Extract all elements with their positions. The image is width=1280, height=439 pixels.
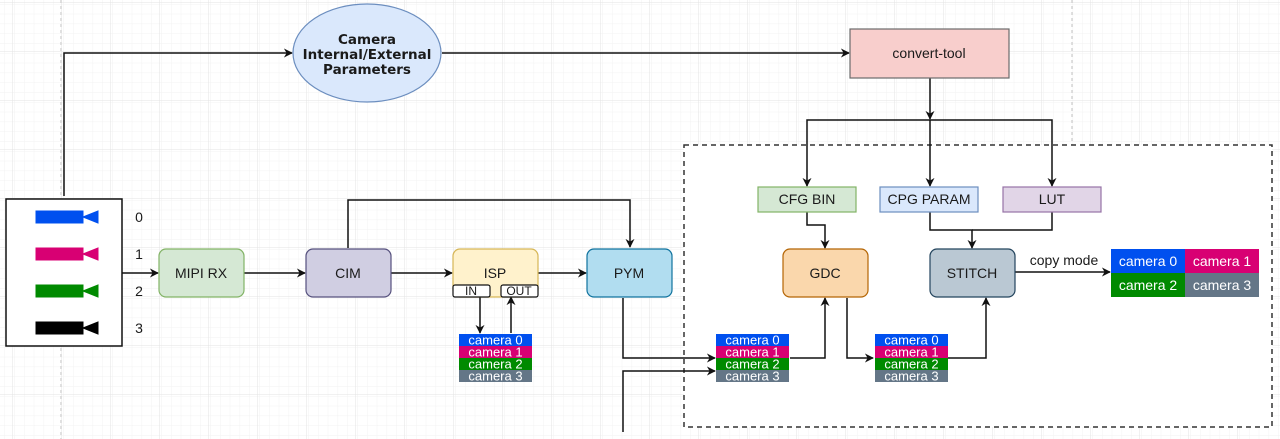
cfg-bin-label: CFG BIN (779, 191, 836, 207)
camera-index-label: 1 (135, 246, 143, 262)
convert-tool-label: convert-tool (892, 45, 965, 61)
edge-stitch-buffer-to-stitch (948, 297, 991, 359)
camera-buffer-row: camera 0 (716, 333, 789, 348)
svg-text:camera 2: camera 2 (468, 357, 522, 372)
output-cell-camera-0: camera 0 (1111, 249, 1185, 273)
isp-out-port-label: OUT (506, 284, 532, 298)
pym-node[interactable]: PYM (586, 248, 673, 298)
gdc-label: GDC (809, 265, 840, 281)
edge-split-to-lut (930, 119, 1057, 187)
svg-text:camera 0: camera 0 (725, 333, 779, 348)
edge-external-to-gdc-buffer (622, 366, 716, 432)
isp-in-port[interactable] (452, 284, 491, 298)
svg-text:camera 0: camera 0 (468, 333, 522, 348)
cim-node[interactable]: CIM (305, 248, 392, 298)
mipi-rx-node[interactable]: MIPI RX (158, 248, 245, 298)
cpg-param-label: CPG PARAM (888, 191, 971, 207)
camera-buffer-row: camera 1 (875, 345, 948, 360)
output-cell-camera-3: camera 3 (1185, 273, 1259, 297)
isp-label: ISP (484, 265, 507, 281)
camera-icon-1[interactable]: 1 (35, 246, 143, 262)
mipi-rx-label: MIPI RX (175, 265, 228, 281)
output-cell-camera-2: camera 2 (1111, 273, 1185, 297)
svg-text:camera 3: camera 3 (468, 369, 522, 384)
svg-text:camera 3: camera 3 (1193, 277, 1252, 293)
copy-mode-label: copy mode (1030, 252, 1099, 268)
cfg-bin-node[interactable]: CFG BIN (757, 186, 857, 213)
camera-index-label: 2 (135, 283, 143, 299)
camera-buffer-row: camera 0 (459, 333, 532, 348)
convert-tool-node[interactable]: convert-tool (849, 28, 1010, 79)
svg-text:camera 1: camera 1 (725, 345, 779, 360)
camera-index-label: 0 (135, 209, 143, 225)
camera-icon-3[interactable]: 3 (35, 320, 143, 336)
edge-pym-to-gdc-buffer (622, 298, 716, 363)
camera-buffer-row: camera 0 (875, 333, 948, 348)
camera-buffer-row: camera 2 (875, 357, 948, 372)
camera-icon-0[interactable]: 0 (35, 209, 143, 225)
svg-text:camera 1: camera 1 (884, 345, 938, 360)
camera-parameters-node[interactable]: Camera Internal/External Parameters (292, 3, 442, 103)
pym-label: PYM (614, 265, 644, 281)
svg-text:camera 1: camera 1 (468, 345, 522, 360)
edge-cameras-to-params (63, 48, 293, 196)
svg-text:camera 2: camera 2 (884, 357, 938, 372)
lut-label: LUT (1039, 191, 1066, 207)
svg-text:camera 3: camera 3 (725, 369, 779, 384)
camera-buffer-row: camera 2 (459, 357, 532, 372)
edge-cpg-param-to-stitch (929, 212, 977, 249)
camera-icon-2[interactable]: 2 (35, 283, 143, 299)
cim-label: CIM (335, 265, 361, 281)
edge-split-to-cfg-bin (802, 119, 930, 187)
edge-lut-to-stitch (972, 212, 1053, 231)
params-label-line-2: Internal/External (303, 47, 432, 63)
svg-text:camera 2: camera 2 (1119, 277, 1178, 293)
camera-group[interactable]: 0 1 2 3 (5, 198, 143, 347)
camera-buffer-row: camera 2 (716, 357, 789, 372)
camera-buffer-row: camera 1 (459, 345, 532, 360)
camera-buffer-row: camera 1 (716, 345, 789, 360)
edge-gdc-buffer-to-gdc (790, 297, 830, 359)
params-label-line-3: Parameters (323, 62, 411, 78)
isp-out-port[interactable] (500, 284, 539, 298)
svg-text:camera 2: camera 2 (725, 357, 779, 372)
stitched-output-grid[interactable]: camera 0 camera 1 camera 2 camera 3 (1111, 249, 1259, 297)
edge-cfg-bin-to-gdc (806, 212, 830, 249)
stitch-label: STITCH (947, 265, 998, 281)
isp-in-port-label: IN (465, 284, 477, 298)
output-cell-camera-1: camera 1 (1185, 249, 1259, 273)
svg-text:camera 1: camera 1 (1193, 253, 1252, 269)
svg-text:camera 0: camera 0 (1119, 253, 1178, 269)
edges: copy mode (63, 48, 1111, 432)
gdc-node[interactable]: GDC (782, 248, 869, 298)
isp-node[interactable]: ISP IN OUT (452, 248, 539, 298)
camera-index-label: 3 (135, 320, 143, 336)
camera-buffer-row: camera 3 (459, 369, 532, 384)
camera-buffer-row: camera 3 (875, 369, 948, 384)
stitch-node[interactable]: STITCH (929, 248, 1016, 298)
lut-node[interactable]: LUT (1002, 186, 1102, 213)
svg-text:camera 0: camera 0 (884, 333, 938, 348)
params-label-line-1: Camera (338, 32, 396, 48)
camera-buffer-row: camera 3 (716, 369, 789, 384)
edge-cim-to-pym (347, 199, 635, 248)
cpg-param-node[interactable]: CPG PARAM (879, 186, 979, 213)
svg-text:camera 3: camera 3 (884, 369, 938, 384)
edge-gdc-to-stitch-buffer (846, 298, 874, 363)
